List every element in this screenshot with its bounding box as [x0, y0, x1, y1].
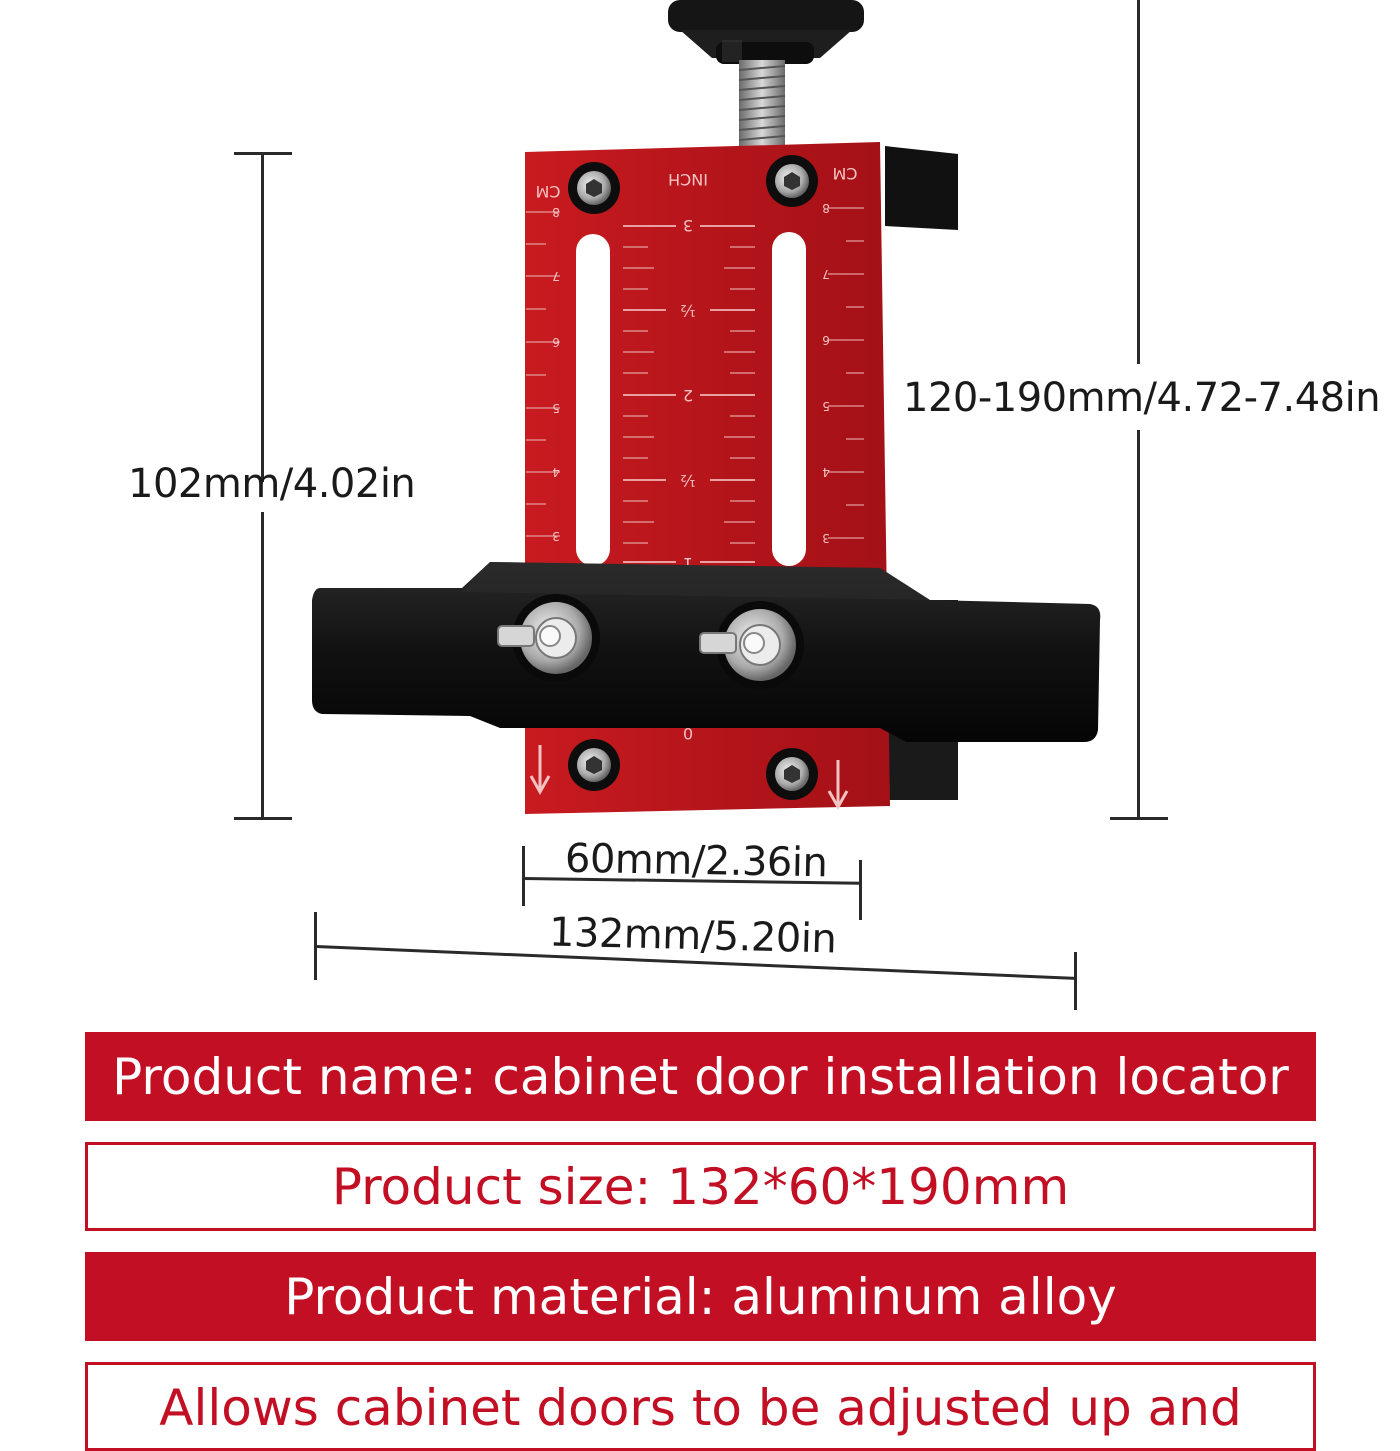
- banner-product-name-text: Product name: cabinet door installation …: [112, 1047, 1289, 1106]
- banner-product-name: Product name: cabinet door installation …: [85, 1032, 1316, 1121]
- plate-cm-left: CM: [536, 182, 561, 201]
- inch-label-1: 1: [683, 554, 693, 573]
- hex-screw-icon: [766, 748, 818, 800]
- knob-icon: [668, 0, 864, 64]
- cm-left-6: 6: [552, 335, 560, 349]
- cm-right-6: 6: [822, 333, 830, 347]
- inch-label-3: 3: [683, 216, 693, 235]
- banner-product-size: Product size: 132*60*190mm: [85, 1142, 1316, 1231]
- inch-label-half-lower: ½: [680, 471, 696, 490]
- zero-label: 0: [683, 724, 693, 743]
- arrow-down-icon: [529, 745, 849, 811]
- cm-left-3: 3: [552, 529, 560, 543]
- plate-inch: INCH: [668, 170, 708, 189]
- dim-label-height-range: 120-190mm/4.72-7.48in: [903, 375, 1381, 421]
- banner-feature: Allows cabinet doors to be adjusted up a…: [85, 1362, 1316, 1451]
- hex-screw-icon: [568, 739, 620, 791]
- dim-label-total-width: 132mm/5.20in: [548, 909, 837, 963]
- cm-left-8: 8: [552, 205, 560, 219]
- cm-right-5: 5: [822, 399, 830, 413]
- threaded-rod: [738, 60, 786, 152]
- product-illustration: CM INCH CM 3 ½ 2 ½ 1 0 8 7 6 5 4 3 8 7 6…: [312, 0, 1101, 814]
- dim-label-inner-width: 60mm/2.36in: [564, 835, 828, 887]
- plate-cm-right: CM: [833, 164, 858, 183]
- cm-left-7: 7: [552, 269, 560, 283]
- cm-left-4: 4: [552, 465, 560, 479]
- cm-right-7: 7: [822, 267, 830, 281]
- locator-tool-drawing: CM INCH CM 3 ½ 2 ½ 1 0 8 7 6 5 4 3 8 7 6…: [312, 0, 1101, 814]
- banner-product-material: Product material: aluminum alloy: [85, 1252, 1316, 1341]
- hex-screw-icon: [568, 162, 620, 214]
- banner-product-size-text: Product size: 132*60*190mm: [331, 1157, 1070, 1216]
- dim-label-height-fixed: 102mm/4.02in: [128, 461, 416, 507]
- thumb-screw-icon: [497, 594, 600, 682]
- cm-right-3: 3: [822, 531, 830, 545]
- thumb-screw-icon: [699, 601, 804, 689]
- banner-product-material-text: Product material: aluminum alloy: [284, 1267, 1117, 1326]
- hex-screw-icon: [766, 155, 818, 207]
- inch-label-half-upper: ½: [680, 301, 696, 320]
- cm-right-8: 8: [822, 201, 830, 215]
- inch-label-2: 2: [683, 386, 693, 405]
- cm-right-4: 4: [822, 465, 830, 479]
- banner-feature-text: Allows cabinet doors to be adjusted up a…: [159, 1379, 1242, 1437]
- cm-left-5: 5: [552, 401, 560, 415]
